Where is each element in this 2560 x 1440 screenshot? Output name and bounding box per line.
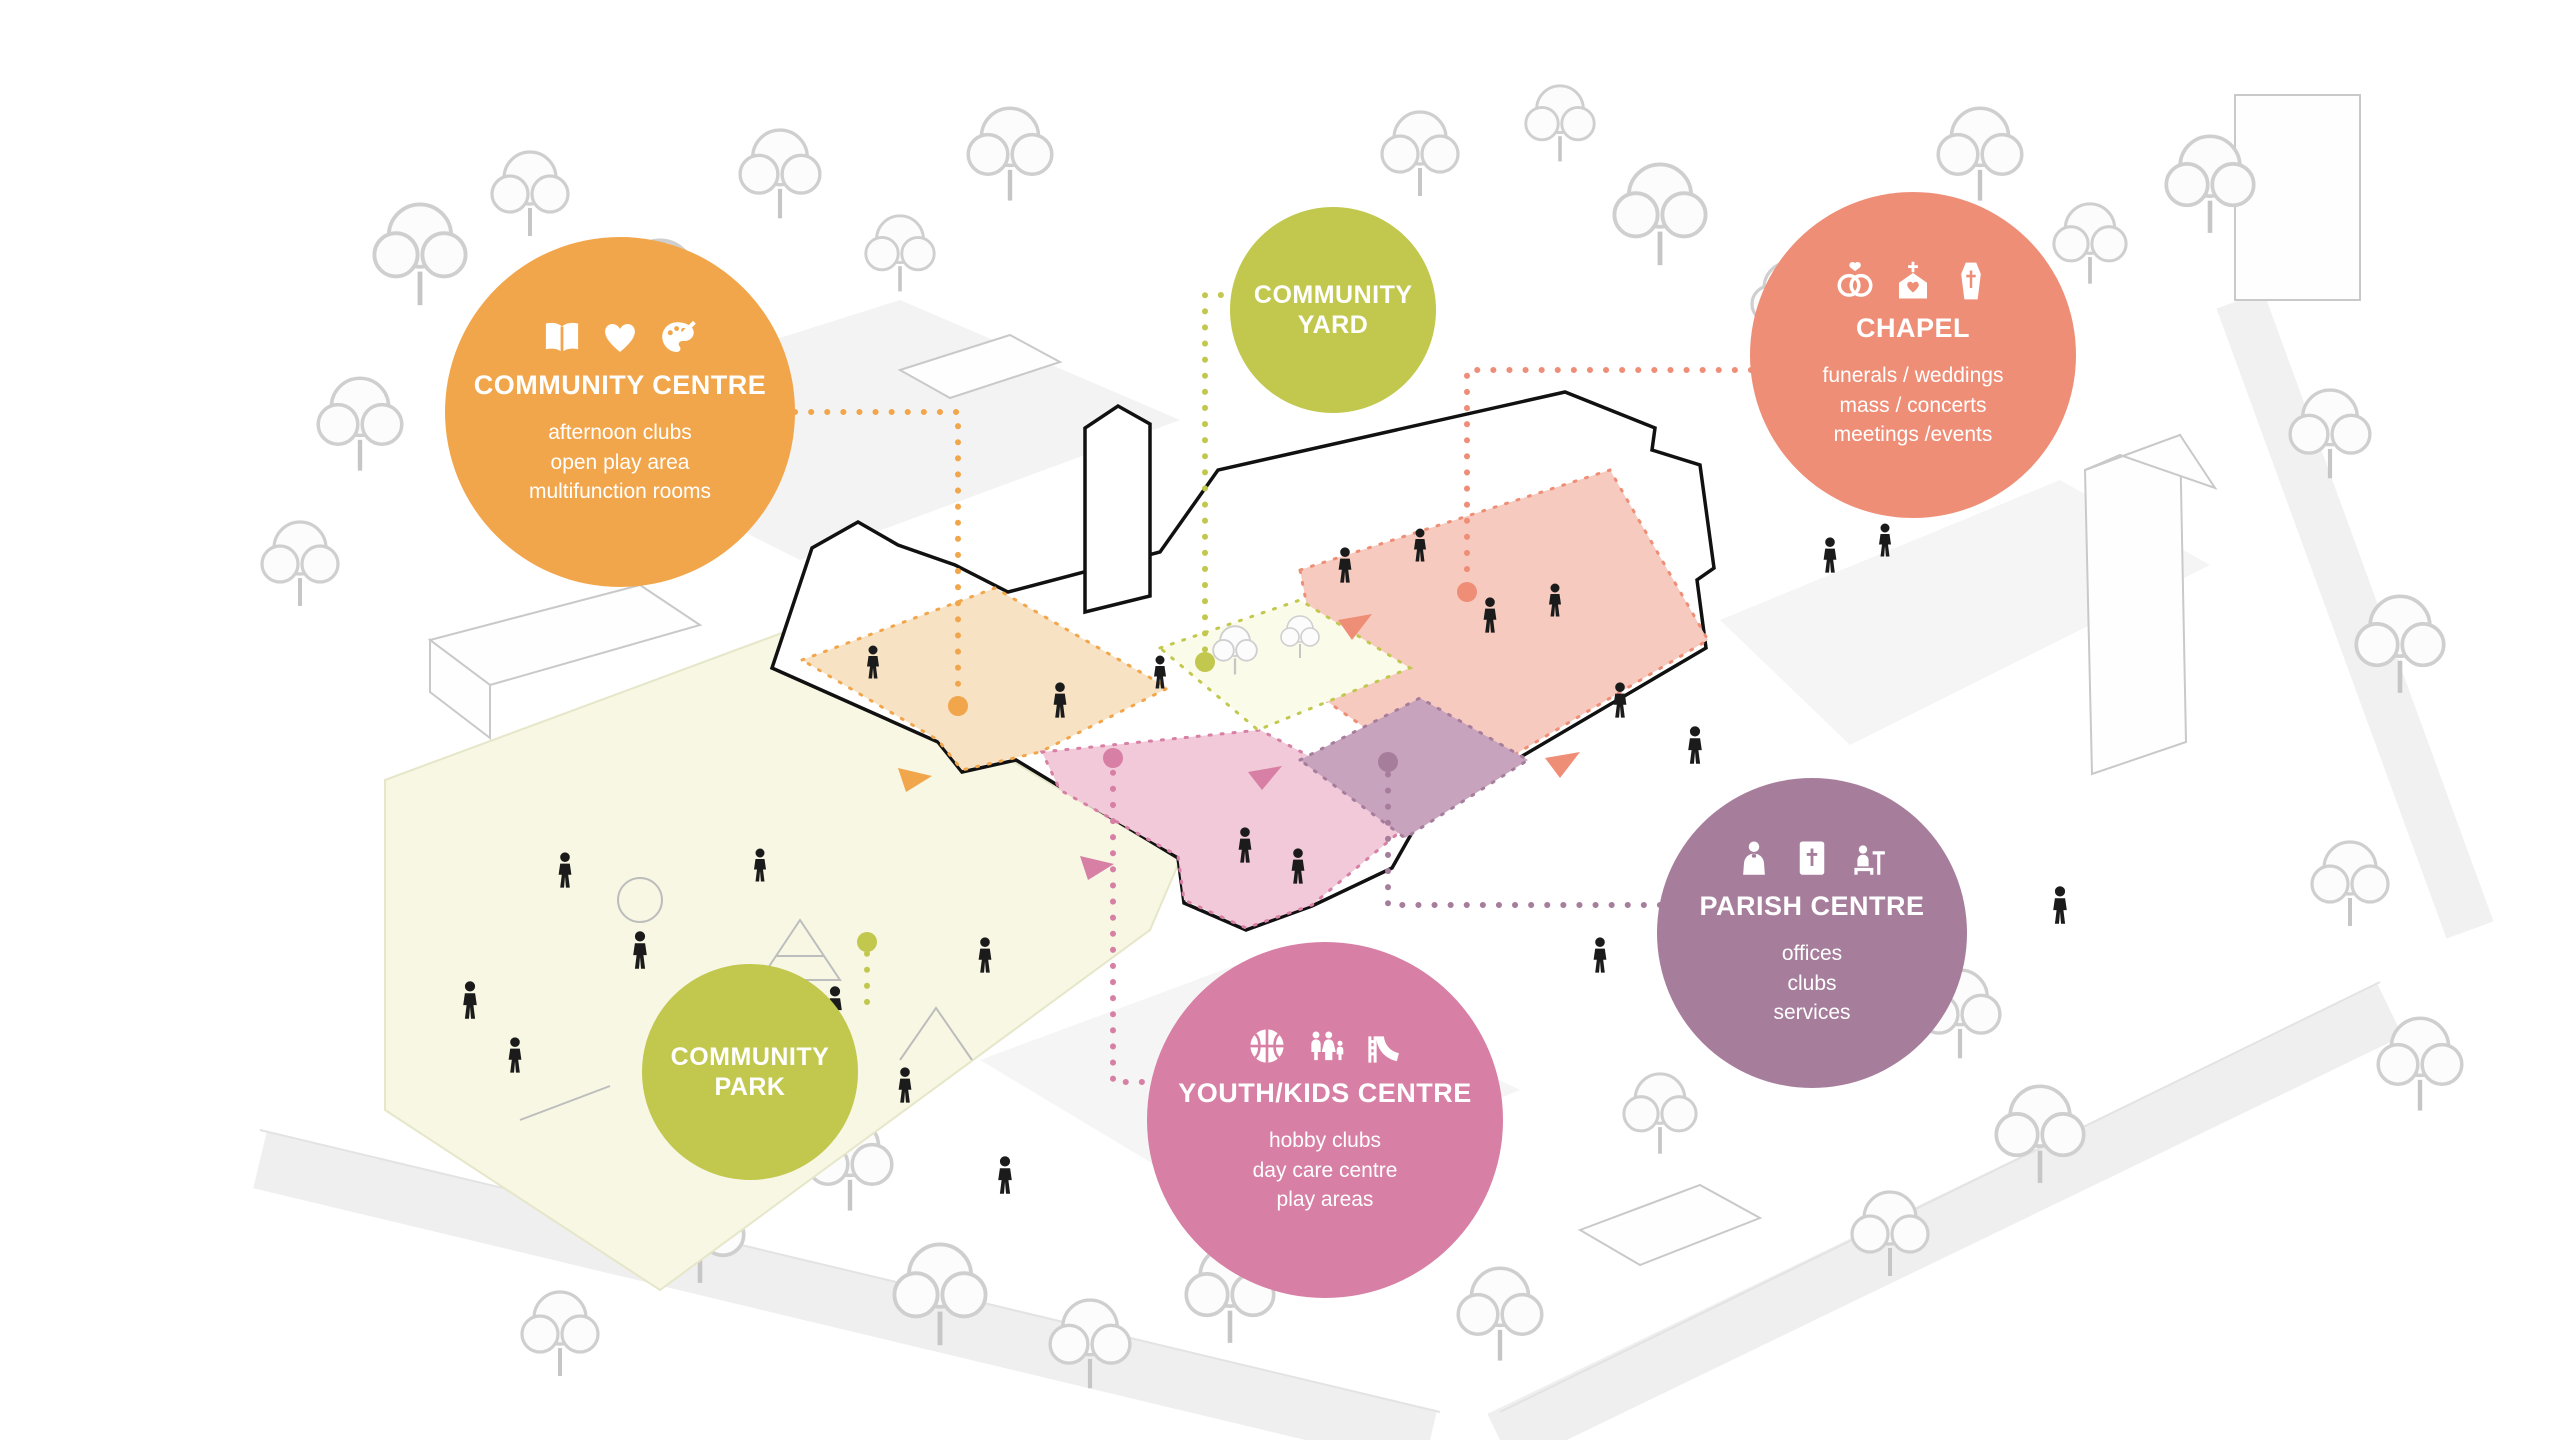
entrance-arrow xyxy=(1338,614,1372,640)
bubble-icon-row xyxy=(541,317,699,359)
coffin-icon xyxy=(1961,263,1981,300)
wedding-rings-icon xyxy=(1837,262,1873,298)
bubble-icon-row xyxy=(1733,838,1891,880)
bubble-title: COMMUNITY YARD xyxy=(1253,280,1413,340)
bible-icon xyxy=(1799,841,1825,876)
bubble-icon-row xyxy=(1246,1025,1404,1067)
leader-lines xyxy=(792,292,1754,1085)
entrance-arrow xyxy=(1248,766,1282,790)
description-line: meetings /events xyxy=(1833,423,1993,447)
description-line: play areas xyxy=(1276,1188,1374,1212)
top-right-building xyxy=(2234,94,2361,301)
main-building xyxy=(769,390,1716,932)
leader-chapel xyxy=(1464,367,1754,585)
anchor-dot-youth-kids xyxy=(1103,748,1123,768)
bubble-description: afternoon clubs open play area multifunc… xyxy=(529,418,711,506)
playground-slide-icon xyxy=(1368,1036,1399,1064)
tall-building xyxy=(2083,433,2188,776)
bubble-description: offices clubs services xyxy=(1773,939,1850,1027)
entrance-arrow xyxy=(1080,856,1114,880)
description-line: afternoon clubs xyxy=(548,421,692,445)
description-line: services xyxy=(1773,1001,1851,1025)
priest-icon xyxy=(1743,841,1765,876)
leader-dots xyxy=(857,582,1477,952)
building-tower xyxy=(1083,403,1152,615)
leader-youth-kids xyxy=(1110,765,1161,1085)
description-line: multifunction rooms xyxy=(528,480,712,504)
description-line: mass / concerts xyxy=(1839,393,1987,417)
bubble-chapel: CHAPEL funerals / weddings mass / concer… xyxy=(1750,192,2076,518)
description-line: day care centre xyxy=(1252,1158,1398,1182)
description-line: clubs xyxy=(1787,971,1837,995)
bubble-title: YOUTH/KIDS CENTRE xyxy=(1178,1078,1472,1109)
art-palette-icon xyxy=(662,321,696,353)
anchor-dot-parish-centre xyxy=(1378,752,1398,772)
bubble-description: funerals / weddings mass / concerts meet… xyxy=(1823,361,2004,449)
open-book-icon xyxy=(545,323,579,353)
bubble-community-yard: COMMUNITY YARD xyxy=(1230,207,1436,413)
entrance-arrow xyxy=(1545,752,1580,778)
bubble-title: COMMUNITY CENTRE xyxy=(473,370,767,401)
anchor-dot-chapel xyxy=(1457,582,1477,602)
anchor-dot-community-centre xyxy=(948,696,968,716)
context-buildings xyxy=(427,94,2361,1267)
anchor-dot-community-yard xyxy=(1195,652,1215,672)
church-icon xyxy=(1899,262,1927,299)
leader-community-yard xyxy=(1202,292,1240,655)
zone-parish xyxy=(1297,696,1531,840)
entrance-arrow xyxy=(898,768,932,792)
bubble-title: PARISH CENTRE xyxy=(1699,891,1925,922)
zone-community-centre xyxy=(798,586,1172,772)
leader-parish-centre xyxy=(1385,769,1663,908)
playground-sketch xyxy=(519,877,973,1121)
description-line: hobby clubs xyxy=(1268,1129,1382,1153)
description-line: funerals / weddings xyxy=(1822,364,2004,388)
description-line: open play area xyxy=(550,450,690,474)
bubble-parish-centre: PARISH CENTRE offices clubs services xyxy=(1657,778,1967,1088)
bubble-youth-kids-centre: YOUTH/KIDS CENTRE hobby clubs day care c… xyxy=(1147,942,1503,1298)
bubble-title: CHAPEL xyxy=(1855,313,1970,344)
bubble-community-park: COMMUNITY PARK xyxy=(642,964,858,1180)
bubble-icon-row xyxy=(1834,260,1992,302)
bubble-description: hobby clubs day care centre play areas xyxy=(1253,1126,1398,1214)
bubble-community-centre: COMMUNITY CENTRE afternoon clubs open pl… xyxy=(445,237,795,587)
office-desk-icon xyxy=(1854,845,1885,876)
description-line: offices xyxy=(1781,942,1843,966)
roads xyxy=(253,291,2494,1440)
heart-in-hands-icon xyxy=(605,324,635,353)
anchor-dot-community-park xyxy=(857,932,877,952)
bubble-title: COMMUNITY PARK xyxy=(670,1042,830,1102)
leader-community-centre xyxy=(792,409,961,699)
basketball-icon xyxy=(1250,1029,1284,1064)
family-icon xyxy=(1311,1031,1344,1061)
